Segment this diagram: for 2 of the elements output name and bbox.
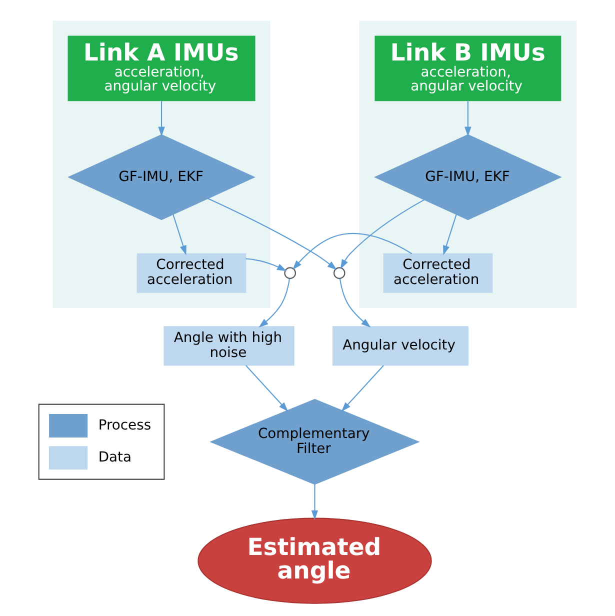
legend-label: Data (98, 450, 132, 466)
legend-label: Process (98, 417, 152, 434)
